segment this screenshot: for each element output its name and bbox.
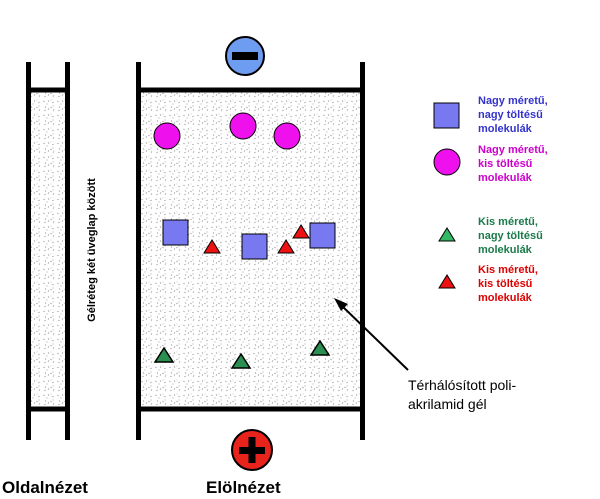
- legend-text: molekulák: [478, 172, 533, 184]
- legend-text: Nagy méretű,: [478, 144, 548, 156]
- side-view-label: Oldalnézet: [2, 478, 88, 497]
- legend-item-1: Nagy méretű, nagy töltésű molekulák: [478, 95, 551, 135]
- legend-text: nagy töltésű: [478, 109, 543, 121]
- large-low-charge-molecule: [229, 112, 257, 140]
- small-high-charge-molecule: [230, 352, 252, 369]
- legend-triangle-icon: [438, 274, 456, 289]
- legend-text: kis töltésű: [478, 278, 533, 290]
- gel-annotation: Térhálósított poli- akrilamid gél: [334, 298, 520, 412]
- legend-text: Kis méretű,: [478, 264, 538, 276]
- negative-electrode: [225, 36, 265, 76]
- molecules: [153, 112, 336, 369]
- legend-circle-icon: [433, 148, 461, 176]
- annotation-arrow: [340, 304, 409, 371]
- legend-triangle-icon: [438, 227, 456, 242]
- plus-sign-v: [248, 437, 256, 463]
- positive-electrode: [231, 429, 273, 471]
- small-low-charge-molecule: [277, 239, 295, 254]
- legend-text: kis töltésű: [478, 158, 533, 170]
- legend-text: nagy töltésű: [478, 230, 543, 242]
- small-low-charge-molecule: [203, 239, 221, 254]
- legend-text: molekulák: [478, 292, 533, 304]
- legend-item-3: Kis méretű, nagy töltésű molekulák: [478, 216, 546, 256]
- legend-text: molekulák: [478, 123, 533, 135]
- legend-item-2: Nagy méretű, kis töltésű molekulák: [478, 144, 551, 184]
- front-view-label: Elölnézet: [206, 478, 281, 497]
- minus-sign: [232, 52, 258, 60]
- large-high-charge-molecule: [241, 233, 268, 260]
- arrow-head-icon: [334, 298, 348, 311]
- legend-square-icon: [433, 102, 460, 129]
- small-high-charge-molecule: [153, 346, 175, 363]
- legend-item-4: Kis méretű, kis töltésű molekulák: [478, 264, 541, 304]
- large-high-charge-molecule: [162, 219, 189, 246]
- side-view: Gélréteg két üveglap között: [26, 62, 98, 440]
- legend: Nagy méretű, nagy töltésű molekulák Nagy…: [433, 95, 551, 304]
- small-high-charge-molecule: [309, 339, 331, 356]
- large-low-charge-molecule: [153, 122, 181, 150]
- side-gel: [30, 92, 66, 407]
- legend-text: molekulák: [478, 244, 533, 256]
- small-low-charge-molecule: [292, 224, 310, 239]
- gel-annotation-text: Térhálósított poli- akrilamid gél: [408, 377, 520, 412]
- legend-text: Nagy méretű,: [478, 95, 548, 107]
- side-gel-label: Gélréteg két üveglap között: [86, 178, 98, 322]
- large-low-charge-molecule: [273, 122, 301, 150]
- large-high-charge-molecule: [309, 222, 336, 249]
- legend-text: Kis méretű,: [478, 216, 538, 228]
